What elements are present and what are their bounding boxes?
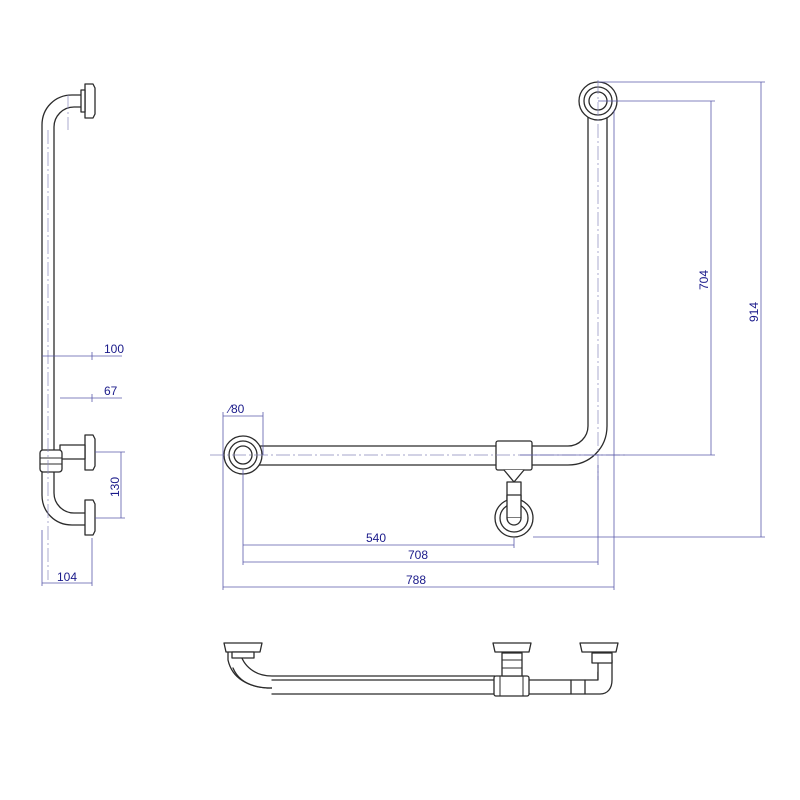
- dim-130-label: 130: [108, 477, 122, 497]
- dim-914-label: 914: [747, 302, 761, 322]
- top-view-left-flange: [223, 642, 263, 653]
- dim-67-label: 67: [104, 384, 118, 398]
- dim-dia80-label: ∕80: [226, 402, 245, 416]
- side-view-lower-bend: [41, 469, 89, 526]
- side-view: [39, 83, 96, 580]
- side-view-tube: [41, 94, 89, 456]
- front-view: [210, 80, 625, 538]
- dim-788-label: 788: [406, 573, 426, 587]
- top-view-mid-flange: [492, 642, 532, 653]
- dim-104-label: 104: [57, 570, 77, 584]
- side-view-mid-flange: [84, 434, 96, 471]
- top-view-mid-neck: [501, 652, 523, 677]
- side-view-bottom-flange: [84, 499, 96, 536]
- top-view-right-flange: [579, 642, 619, 653]
- top-view-tee: [493, 675, 530, 697]
- side-view-clamp: [39, 449, 63, 473]
- dim-704-label: 704: [697, 270, 711, 290]
- front-view-tee: [495, 440, 533, 471]
- top-view-right-neck: [591, 652, 613, 664]
- side-view-top-flange: [84, 83, 96, 119]
- top-view: [223, 642, 619, 697]
- front-view-l-tube: [242, 100, 608, 466]
- side-view-top-flange-neck: [80, 89, 86, 113]
- dim-540-label: 540: [366, 531, 386, 545]
- dim-708-label: 708: [408, 548, 428, 562]
- side-view-mid-neck: [59, 444, 86, 460]
- side-view-dimensions: 100 67 130 104: [41, 342, 125, 586]
- front-view-dimensions: ∕80 540 708 788 704 914: [222, 81, 765, 590]
- dim-100-label: 100: [104, 342, 124, 356]
